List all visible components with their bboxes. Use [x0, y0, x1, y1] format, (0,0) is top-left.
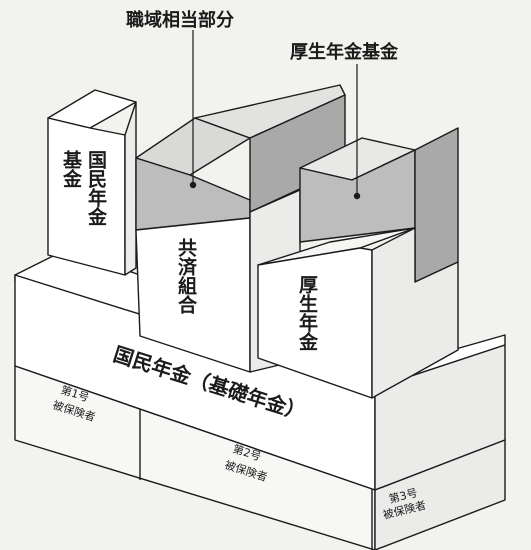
- kokumin-kikin-label-2: 基金: [60, 149, 83, 188]
- kokumin-kikin-block: [47, 89, 137, 276]
- insured-third-line1: 第3号: [387, 485, 419, 506]
- kokumin-kikin-side: [124, 101, 137, 276]
- kosei-kikin-side-gray: [414, 127, 459, 283]
- kosei-label: 厚生年金: [296, 275, 319, 351]
- kyosai-label: 共済組合: [175, 238, 197, 314]
- kokumin-kikin-label: 国民年金: [85, 150, 108, 226]
- insured-strip: [14, 365, 376, 550]
- callout-shokuiki-label: 職域相当部分: [126, 9, 234, 31]
- kosei-side: [371, 227, 459, 399]
- callout-kosei-kikin-label: 厚生年金基金: [290, 41, 399, 63]
- dot-shokuiki: [189, 181, 197, 189]
- callout-leaders: [192, 30, 358, 196]
- dot-kosei-kikin: [353, 192, 361, 200]
- kyosai-block: [135, 84, 346, 373]
- base-side-strip: [374, 439, 506, 550]
